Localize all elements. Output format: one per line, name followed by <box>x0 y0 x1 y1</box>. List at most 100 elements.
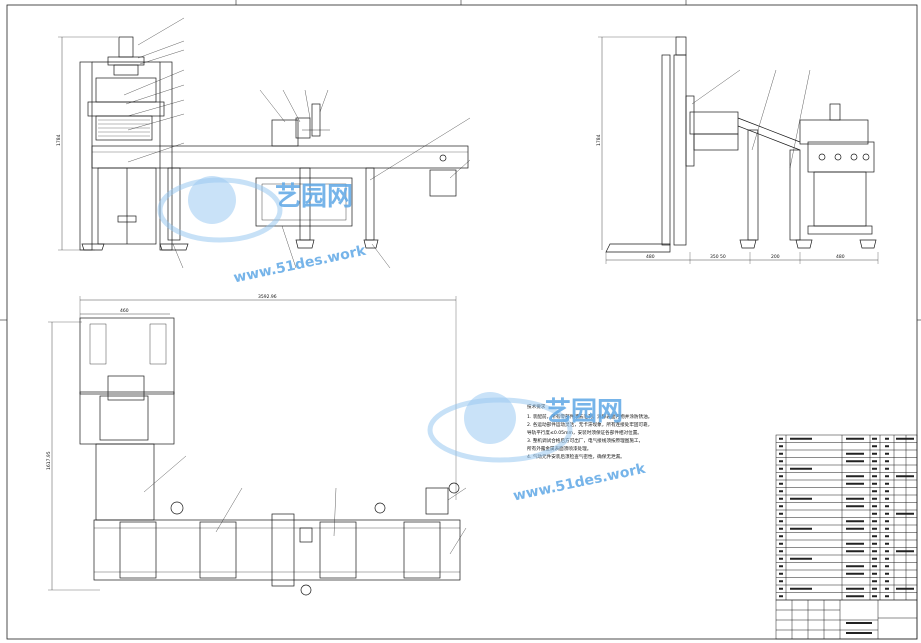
side-height-dim: 1784 <box>596 134 602 146</box>
bom-cell-mark <box>779 542 783 545</box>
watermark-url-top: www.51des.work <box>232 243 368 287</box>
bom-cell-mark <box>872 572 877 575</box>
top-view <box>48 296 461 596</box>
bom-cell-mark <box>885 467 889 470</box>
bom-cell-mark <box>885 460 889 463</box>
bom-cell-mark <box>846 452 864 455</box>
bom-cell-mark <box>779 437 783 440</box>
side-dim-3: 200 <box>771 254 780 260</box>
bom-cell-mark <box>885 542 889 545</box>
bom-cell-mark <box>779 482 783 485</box>
top-height-dim: 1617.95 <box>46 451 52 470</box>
watermark-url-bottom: www.51des.work <box>512 461 648 505</box>
bom-cell-mark <box>885 580 889 583</box>
bom-cell-mark <box>885 550 889 553</box>
bom-cell-mark <box>779 527 783 530</box>
bom-cell-mark <box>779 467 783 470</box>
bom-cell-mark <box>885 475 889 478</box>
bom-cell-mark <box>885 497 889 500</box>
tech-note-line-2: 2. 各运动部件运动灵活，无卡滞现象，所有连接处牢固可靠， <box>527 421 652 428</box>
bom-cell-mark <box>872 497 877 500</box>
bom-cell-mark <box>779 572 783 575</box>
bom-cell-mark <box>779 460 783 463</box>
bom-cell-mark <box>779 452 783 455</box>
bom-cell-mark <box>872 437 877 440</box>
bom-cell-mark <box>885 535 889 538</box>
bom-cell-mark <box>779 475 783 478</box>
title-block <box>775 599 918 640</box>
bom-cell-mark <box>846 565 864 568</box>
bom-cell-mark <box>885 505 889 508</box>
bom-cell-mark <box>779 520 783 523</box>
watermark-top: 艺园网 www.51des.work <box>157 176 368 287</box>
bom-cell-mark <box>872 595 877 598</box>
bom-cell-mark <box>885 452 889 455</box>
bom-cell-mark <box>846 572 864 575</box>
bom-cell-mark <box>872 460 877 463</box>
bom-cell-mark <box>846 505 864 508</box>
bom-cell-mark <box>846 497 864 500</box>
top-left-width-dim: 460 <box>120 308 129 314</box>
bom-cell-mark <box>779 557 783 560</box>
bom-cell-mark <box>779 587 783 590</box>
bom-cell-mark <box>790 467 812 470</box>
side-dim-1: 480 <box>646 254 655 260</box>
bom-cell-mark <box>779 445 783 448</box>
bom-cell-mark <box>872 512 877 515</box>
side-dim-2: 350 50 <box>710 254 726 260</box>
bom-cell-mark <box>779 565 783 568</box>
drawing-frame <box>6 4 918 640</box>
bom-table <box>775 434 918 601</box>
side-view <box>598 36 879 264</box>
bom-cell-mark <box>779 490 783 493</box>
bom-cell-mark <box>846 437 864 440</box>
bom-cell-mark <box>779 580 783 583</box>
side-dim-4: 480 <box>836 254 845 260</box>
bom-cell-mark <box>779 512 783 515</box>
bom-cell-mark <box>790 527 812 530</box>
bom-cell-mark <box>896 587 914 590</box>
bom-cell-mark <box>846 550 864 553</box>
bom-cell-mark <box>872 542 877 545</box>
bom-cell-mark <box>779 535 783 538</box>
bom-cell-mark <box>872 550 877 553</box>
bom-cell-mark <box>779 497 783 500</box>
bom-cell-mark <box>872 520 877 523</box>
bom-cell-mark <box>872 527 877 530</box>
bom-cell-mark <box>872 587 877 590</box>
bom-cell-mark <box>872 467 877 470</box>
bom-cell-mark <box>896 512 914 515</box>
bom-cell-mark <box>896 437 914 440</box>
bom-cell-mark <box>790 497 812 500</box>
watermark-brand-top: 艺园网 <box>275 182 353 212</box>
bom-cell-mark <box>885 445 889 448</box>
bom-cell-mark <box>846 475 864 478</box>
bom-cell-mark <box>885 520 889 523</box>
bom-cell-mark <box>846 482 864 485</box>
bom-cell-mark <box>872 535 877 538</box>
bom-cell-mark <box>846 460 864 463</box>
bom-cell-mark <box>790 557 812 560</box>
top-view-labels <box>143 455 467 555</box>
bom-cell-mark <box>846 595 864 598</box>
bom-fills <box>779 437 914 598</box>
bom-cell-mark <box>885 572 889 575</box>
bom-cell-mark <box>872 490 877 493</box>
bom-cell-mark <box>885 557 889 560</box>
bom-cell-mark <box>885 527 889 530</box>
bom-cell-mark <box>846 527 864 530</box>
tech-note-line-4: 3. 整机调试合格后方可出厂，电气接线须按原理图施工， <box>527 437 643 444</box>
top-width-dim: 3592.96 <box>258 294 277 300</box>
side-view-labels <box>691 69 811 169</box>
bom-cell-mark <box>896 475 914 478</box>
bom-cell-mark <box>846 520 864 523</box>
front-view-labels <box>123 17 471 269</box>
bom-cell-mark <box>846 587 864 590</box>
bom-cell-mark <box>872 557 877 560</box>
bom-cell-mark <box>872 505 877 508</box>
bom-cell-mark <box>896 550 914 553</box>
bom-cell-mark <box>872 475 877 478</box>
tech-note-line-1: 1. 装配前，所有零部件须去毛刺，清除表面污物并涂防锈油。 <box>527 413 652 420</box>
bom-cell-mark <box>872 452 877 455</box>
